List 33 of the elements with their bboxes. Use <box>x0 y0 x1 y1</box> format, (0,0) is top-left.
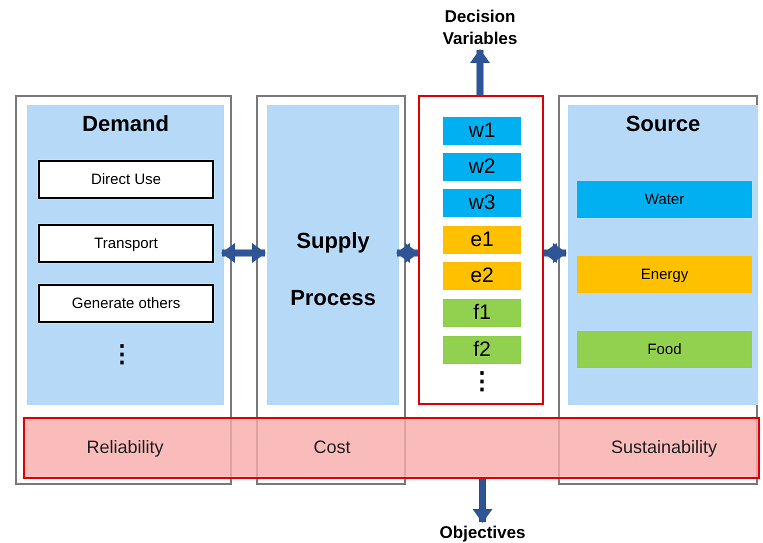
demand-box: Transport <box>38 224 214 263</box>
objective-label: Cost <box>314 437 350 458</box>
double-arrow <box>543 243 567 263</box>
source-box: Food <box>577 331 752 368</box>
variable-box: w1 <box>443 117 521 145</box>
variable-box: f1 <box>443 299 521 327</box>
source-box: Energy <box>577 256 752 293</box>
objective-label: Reliability <box>86 437 164 458</box>
caption-text: Objectives <box>425 522 540 543</box>
source-box: Water <box>577 181 752 218</box>
caption-text: Decision Variables <box>425 6 535 50</box>
variable-box: e1 <box>443 226 521 254</box>
ellipsis-mark: ⋮ <box>110 340 134 369</box>
demand-box: Direct Use <box>38 160 214 199</box>
category-panel <box>568 105 758 405</box>
demand-box: Generate others <box>38 284 214 323</box>
variable-box: f2 <box>443 336 521 364</box>
panel-heading: Supply Process <box>289 227 377 312</box>
double-arrow <box>396 243 419 263</box>
double-arrow <box>221 243 266 263</box>
panel-heading: Demand <box>82 111 169 137</box>
process-panel <box>267 105 399 405</box>
variable-box: w3 <box>443 189 521 217</box>
objectives-band <box>23 417 760 479</box>
variable-box: w2 <box>443 153 521 181</box>
variable-box: e2 <box>443 262 521 290</box>
ellipsis-mark: ⋮ <box>470 367 494 396</box>
variables-box <box>418 95 544 405</box>
double-arrow <box>470 49 490 95</box>
category-panel <box>27 105 224 405</box>
objective-label: Sustainability <box>610 437 718 458</box>
panel-heading: Source <box>626 111 700 137</box>
double-arrow <box>472 479 492 523</box>
